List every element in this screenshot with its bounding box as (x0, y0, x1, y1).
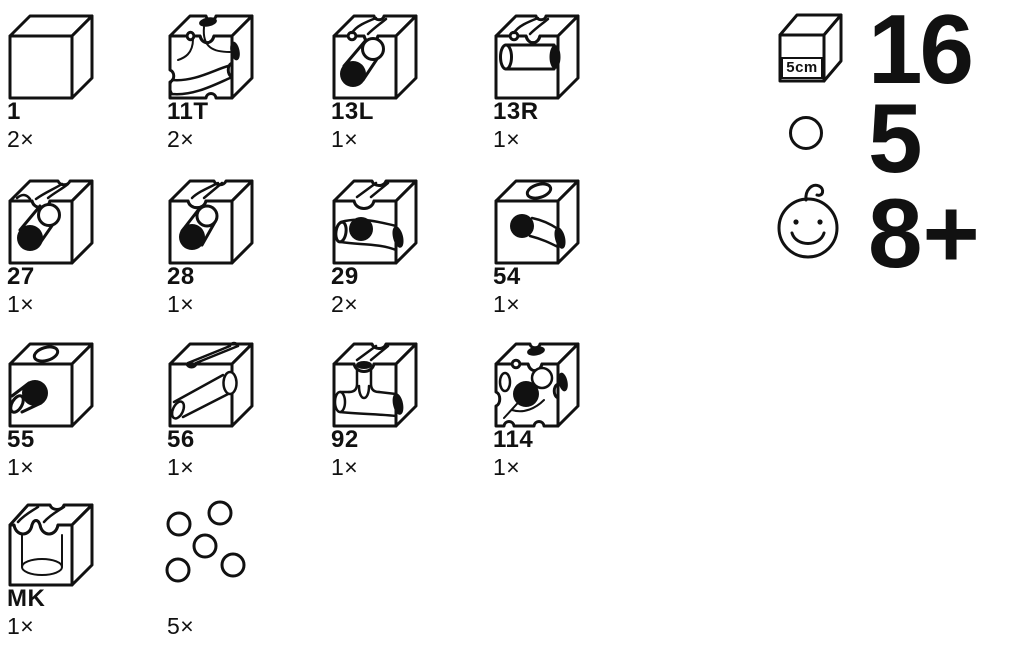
block-27-illustration (8, 179, 94, 265)
marbles-illustration (165, 500, 246, 583)
part-tile-13L: 13L 1× (328, 8, 478, 168)
part-count: 1× (493, 126, 521, 152)
part-count: 1× (331, 126, 359, 152)
part-count: 2× (331, 291, 359, 317)
part-label: 114 (493, 426, 534, 453)
part-label: 13R (493, 98, 539, 125)
part-tile-27: 27 1× (4, 173, 154, 333)
part-count: 2× (7, 126, 35, 152)
block-56-illustration (168, 341, 254, 428)
part-label: 92 (331, 426, 359, 453)
part-label: 54 (493, 263, 521, 290)
part-count: 1× (7, 291, 35, 317)
block-MK-illustration (8, 503, 94, 587)
part-tile-13R: 13R 1× (490, 8, 640, 168)
block-11T-illustration (168, 14, 254, 100)
part-label: 13L (331, 98, 374, 125)
part-tile-29: 29 2× (328, 173, 478, 333)
part-tile-marbles: 5× (164, 495, 314, 655)
part-tile-56: 56 1× (164, 336, 314, 496)
part-label: 55 (7, 426, 35, 453)
part-count: 1× (167, 454, 195, 480)
part-label: 1 (7, 98, 21, 125)
part-count: 1× (493, 454, 521, 480)
cube-total-count: 16 (868, 0, 974, 104)
marble-icon (789, 116, 823, 150)
block-13L-illustration (332, 14, 418, 100)
part-tile-1: 1 2× (4, 8, 154, 168)
part-tile-MK: MK 1× (4, 495, 154, 655)
block-114-illustration (494, 342, 580, 428)
part-count: 1× (167, 291, 195, 317)
part-label: MK (7, 585, 46, 612)
part-label: 29 (331, 263, 359, 290)
part-label: 11T (167, 98, 209, 125)
age-recommendation: 8+ (868, 178, 980, 288)
part-tile-55: 55 1× (4, 336, 154, 496)
part-count: 1× (7, 613, 35, 639)
part-tile-54: 54 1× (490, 173, 640, 333)
block-13R-illustration (494, 14, 580, 100)
marble-total-count: 5 (868, 83, 922, 193)
block-28-illustration (168, 179, 254, 265)
part-count: 1× (331, 454, 359, 480)
part-tile-11T: 11T 2× (164, 8, 314, 168)
part-count: 1× (493, 291, 521, 317)
part-count: 5× (167, 613, 195, 639)
part-label: 56 (167, 426, 195, 453)
part-tile-114: 114 1× (490, 336, 640, 496)
block-1-illustration (8, 14, 94, 100)
part-label: 28 (167, 263, 195, 290)
part-count: 2× (167, 126, 195, 152)
block-54-illustration (494, 179, 580, 265)
part-tile-92: 92 1× (328, 336, 478, 496)
part-label: 27 (7, 263, 35, 290)
block-92-illustration (332, 342, 418, 428)
cube-size-label: 5cm (781, 57, 823, 79)
block-29-illustration (332, 179, 418, 265)
block-55-illustration (8, 342, 94, 428)
part-count: 1× (7, 454, 35, 480)
age-baby-icon (777, 183, 839, 259)
part-tile-28: 28 1× (164, 173, 314, 333)
